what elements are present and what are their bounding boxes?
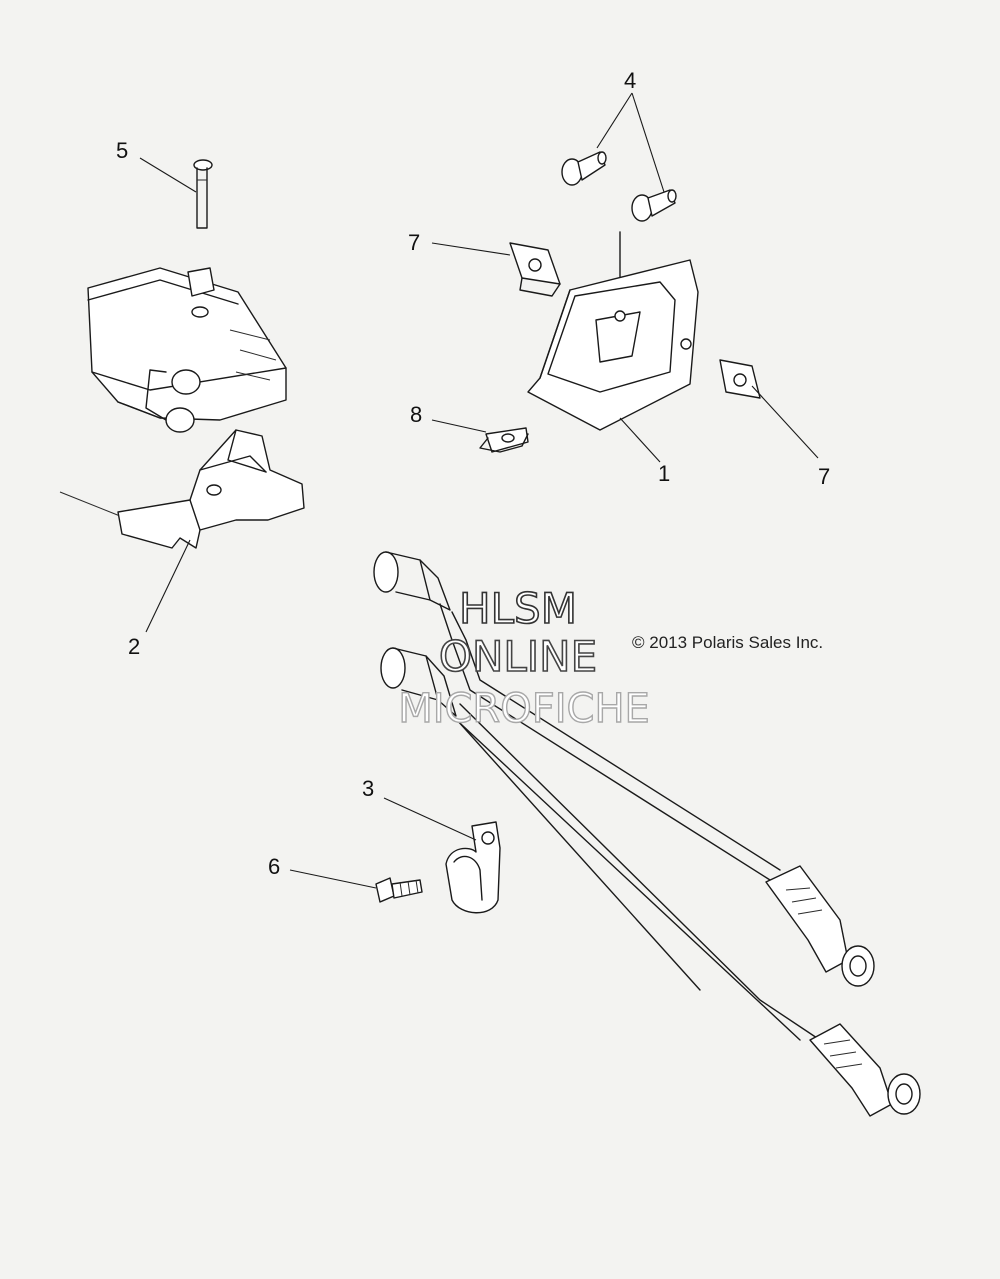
callout-3: 3 xyxy=(362,776,374,801)
watermark: HLSM ONLINE MICROFICHE xyxy=(397,583,650,733)
callout-8: 8 xyxy=(410,402,422,427)
watermark-line-2: ONLINE xyxy=(439,632,597,681)
control-module xyxy=(87,267,287,433)
part-4-bolts xyxy=(561,151,677,222)
callout-7-upper: 7 xyxy=(408,230,420,255)
callout-2: 2 xyxy=(128,634,140,659)
copyright-text: © 2013 Polaris Sales Inc. xyxy=(632,633,823,652)
part-3-p-clamp xyxy=(445,821,501,914)
callout-7-lower: 7 xyxy=(818,464,830,489)
callout-4: 4 xyxy=(624,68,636,93)
part-5-long-screw xyxy=(193,159,213,229)
callout-6: 6 xyxy=(268,854,280,879)
part-7-speed-nut-upper xyxy=(509,242,561,297)
watermark-line-1: HLSM xyxy=(459,584,577,633)
part-7-speed-nut-lower xyxy=(719,359,761,399)
watermark-line-3: MICROFICHE xyxy=(398,686,650,732)
part-8-clip xyxy=(479,427,529,453)
part-2-mounting-bracket xyxy=(59,429,305,549)
part-1-bracket xyxy=(527,231,699,431)
leader-lines xyxy=(139,92,819,889)
part-6-flange-bolt xyxy=(375,877,423,903)
callout-5: 5 xyxy=(116,138,128,163)
cable-assembly xyxy=(373,551,921,1117)
callout-1: 1 xyxy=(658,461,670,486)
